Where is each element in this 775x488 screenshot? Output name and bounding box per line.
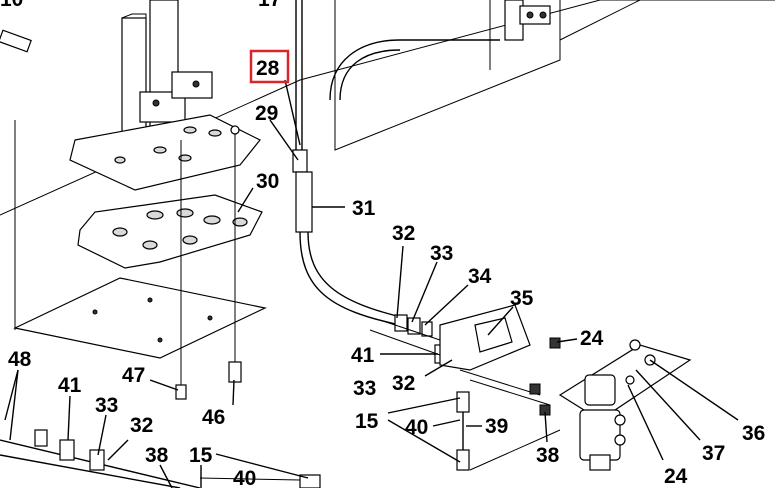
- callout-30: 30: [256, 170, 279, 193]
- callout-39: 39: [485, 415, 508, 438]
- callout-31: 31: [352, 197, 376, 220]
- callout-41-left: 41: [58, 374, 82, 397]
- callout-10: 10: [0, 0, 23, 11]
- callout-40-right: 40: [405, 416, 428, 439]
- callout-15-right: 15: [355, 410, 379, 433]
- callout-40-left: 40: [233, 467, 256, 488]
- callout-33-mid: 33: [353, 377, 376, 400]
- callout-36: 36: [742, 422, 765, 445]
- callout-24-top: 24: [580, 327, 604, 350]
- lower-left-hardware: [0, 429, 321, 488]
- callout-41-right: 41: [351, 344, 375, 367]
- callout-28: 28: [256, 57, 280, 80]
- callout-24-bottom: 24: [664, 465, 688, 488]
- leader-lines: [4, 79, 739, 488]
- callout-37: 37: [702, 442, 725, 465]
- cable-assembly: [292, 0, 500, 326]
- fittings: [369, 304, 561, 416]
- callout-38-left: 38: [145, 444, 169, 467]
- callout-17: 17: [258, 0, 281, 11]
- bottom-plate: [13, 277, 267, 359]
- callout-46: 46: [202, 406, 225, 429]
- callout-33-top: 33: [430, 242, 453, 265]
- callout-35: 35: [510, 287, 534, 310]
- upper-plate: [69, 114, 261, 191]
- callout-15-left: 15: [189, 444, 213, 467]
- callout-29: 29: [255, 102, 278, 125]
- bolt-assembly: [456, 391, 561, 471]
- upper-bracket: [504, 0, 551, 41]
- callout-32-top: 32: [392, 222, 415, 245]
- callout-47: 47: [122, 364, 145, 387]
- callout-33-left: 33: [95, 394, 118, 417]
- highlight-box: [249, 49, 290, 84]
- callout-48: 48: [8, 348, 32, 371]
- callout-32-left: 32: [130, 414, 153, 437]
- callout-38-right: 38: [536, 444, 560, 467]
- callout-32-mid: 32: [392, 372, 415, 395]
- rods: [175, 125, 242, 400]
- plate-30: [77, 194, 263, 269]
- cylinder-assembly: [558, 339, 692, 471]
- callout-34: 34: [468, 265, 492, 288]
